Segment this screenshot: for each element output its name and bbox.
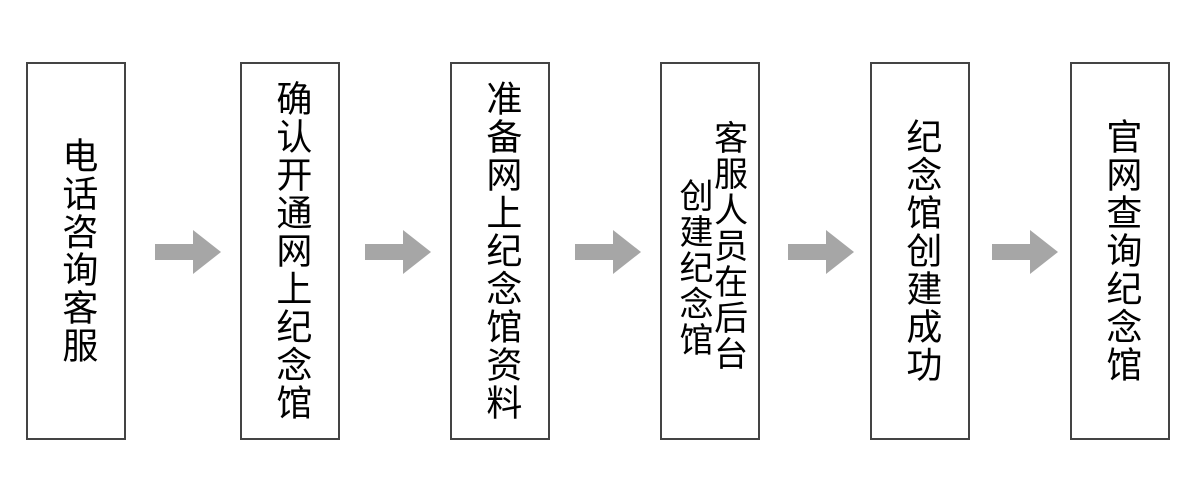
flow-step-4-label-col-1: 客服人员在后台 (707, 120, 748, 372)
flow-step-6[interactable]: 官网查询纪念馆 (1070, 62, 1170, 440)
flow-step-6-label: 官网查询纪念馆 (1100, 118, 1142, 384)
flow-step-5-label: 纪念馆创建成功 (900, 118, 942, 384)
flow-step-3[interactable]: 准备网上纪念馆资料 (450, 62, 550, 440)
flow-step-1-label: 电话咨询客服 (56, 137, 98, 365)
flow-step-2[interactable]: 确认开通网上纪念馆 (240, 62, 340, 440)
flow-step-1[interactable]: 电话咨询客服 (26, 62, 126, 440)
flow-step-2-label: 确认开通网上纪念馆 (270, 80, 312, 422)
arrow-right-icon (365, 228, 431, 276)
arrow-right-icon (575, 228, 641, 276)
flow-step-4-label-col-2: 创建纪念馆 (673, 178, 713, 358)
arrow-right-icon (155, 228, 221, 276)
flow-step-5[interactable]: 纪念馆创建成功 (870, 62, 970, 440)
arrow-right-icon (788, 228, 854, 276)
arrow-right-icon (992, 228, 1058, 276)
flow-step-3-label: 准备网上纪念馆资料 (480, 80, 522, 422)
flow-step-4[interactable]: 客服人员在后台 创建纪念馆 (660, 62, 760, 440)
